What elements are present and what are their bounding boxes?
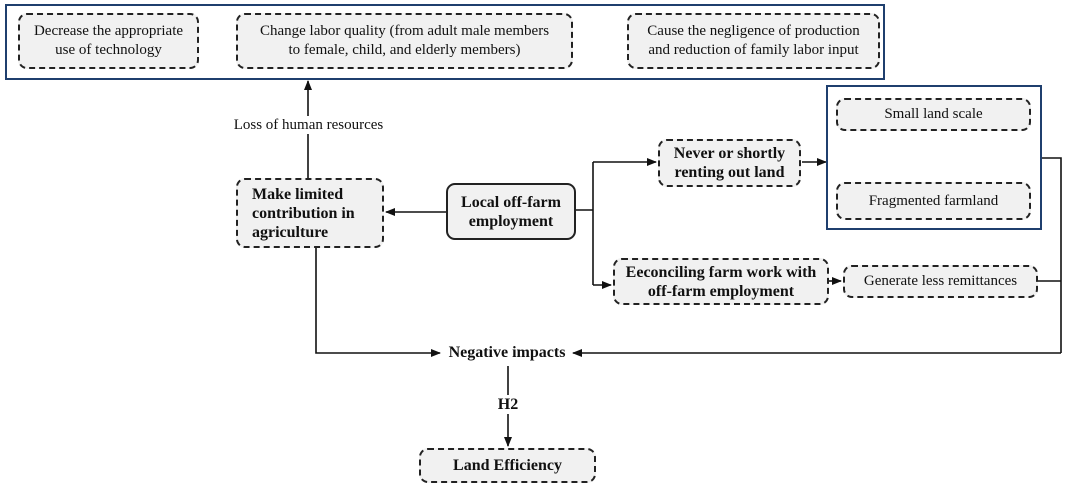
box-negligence-of-production: Cause the negligence of production and r…: [627, 13, 880, 69]
line-land-group-feedback: [1042, 157, 1062, 353]
label-negative-impacts: Negative impacts: [443, 344, 571, 362]
land-group-frame: [826, 85, 1042, 230]
box-generate-less-remittances: Generate less remittances: [843, 265, 1038, 298]
box-renting-out-land: Never or shortly renting out land: [658, 139, 801, 187]
label-h2: H2: [490, 396, 526, 414]
box-make-limited-contribution: Make limited contribution in agriculture: [236, 178, 384, 248]
box-local-offfarm-employment: Local off-farm employment: [446, 183, 576, 240]
box-reconciling-farm-work: Eeconciling farm work with off-farm empl…: [613, 258, 829, 305]
box-land-efficiency: Land Efficiency: [419, 448, 596, 483]
box-change-labor-quality: Change labor quality (from adult male me…: [236, 13, 573, 69]
top-effects-frame: [5, 4, 885, 80]
box-small-land-scale: Small land scale: [836, 98, 1031, 131]
label-loss-of-human-resources: Loss of human resources: [226, 116, 391, 134]
box-fragmented-farmland: Fragmented farmland: [836, 182, 1031, 220]
arrow-to-negative-impacts-left: [315, 247, 441, 357]
box-decrease-technology: Decrease the appropriate use of technolo…: [18, 13, 199, 69]
